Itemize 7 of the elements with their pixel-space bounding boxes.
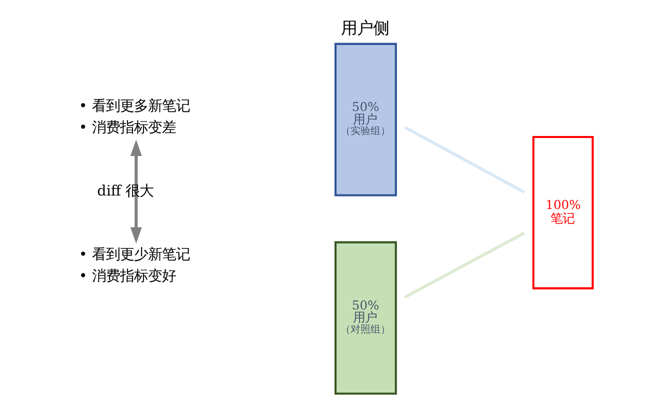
connector: [404, 126, 524, 194]
arrow: [130, 140, 142, 244]
edge-label: diff 很大: [96, 183, 154, 200]
node-text: • 看到更少新笔记 • 消费指标变好: [78, 246, 190, 284]
node-label: 用户侧: [340, 18, 389, 38]
connector: [404, 232, 524, 299]
node-text: • 看到更多新笔记 • 消费指标变差: [78, 98, 190, 136]
